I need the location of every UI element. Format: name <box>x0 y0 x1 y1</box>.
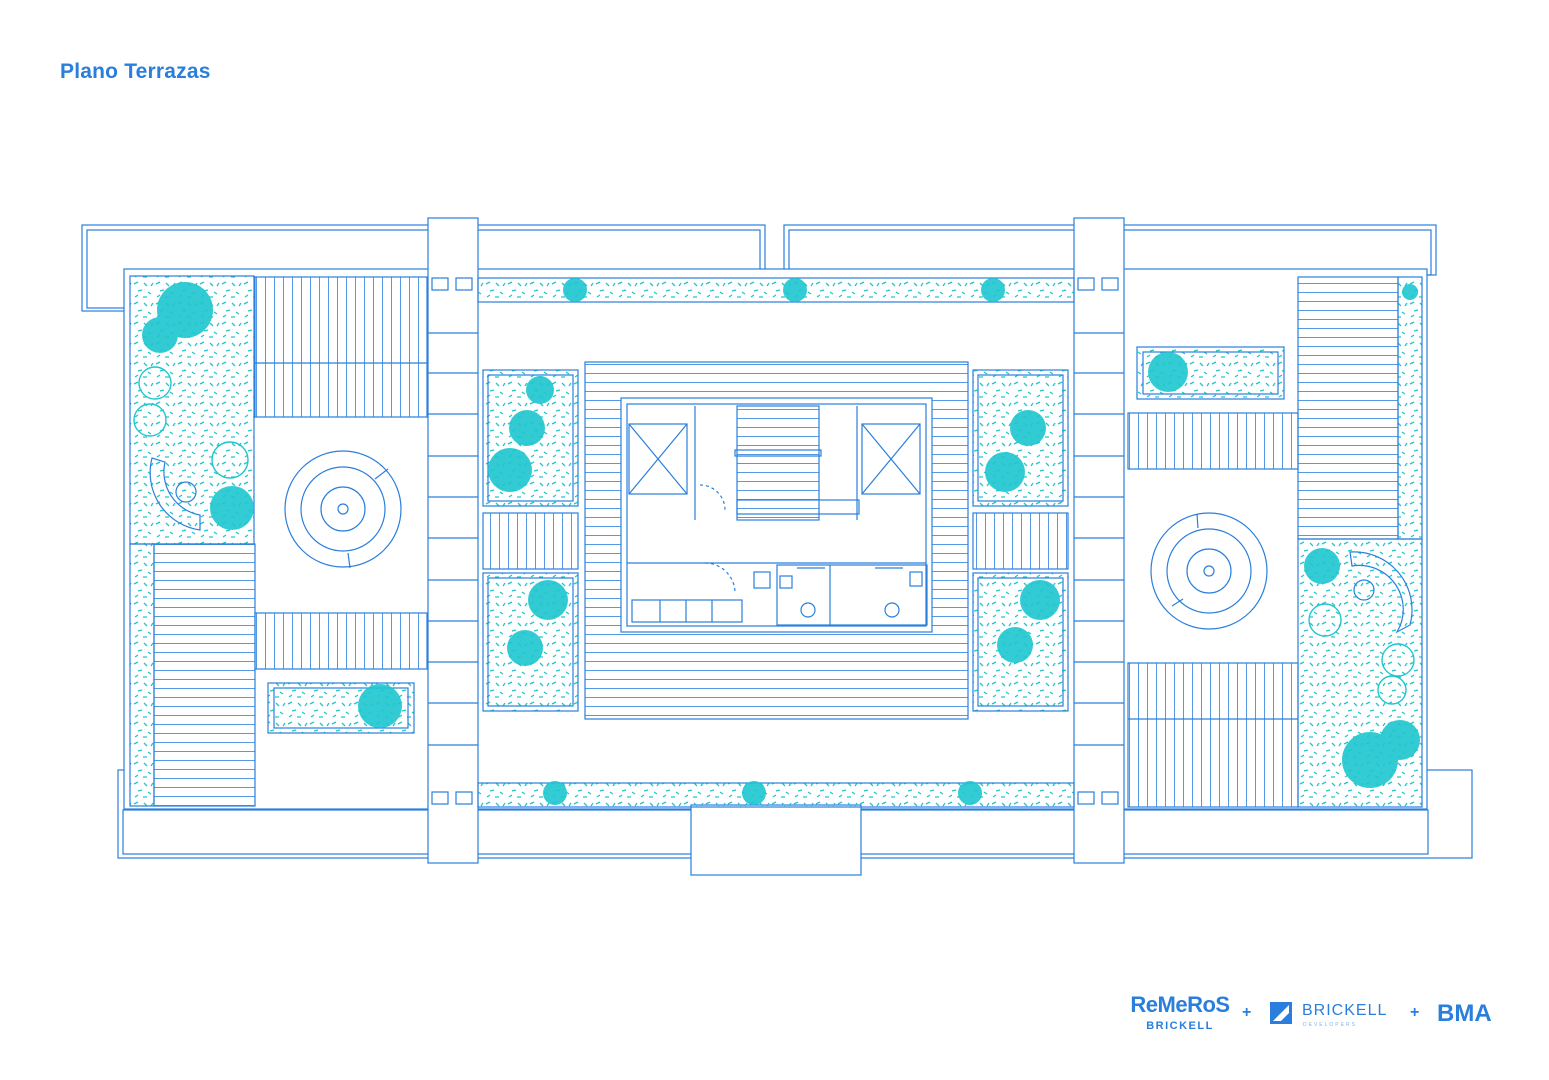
brickell-mark-icon <box>1270 1002 1292 1024</box>
deck-mid-right <box>972 512 1069 570</box>
deck-left-mid <box>254 612 428 670</box>
staircase <box>736 405 820 521</box>
deck-right-bottom <box>1127 662 1299 808</box>
plus-separator: + <box>1242 1004 1252 1021</box>
sponsor-logos: ReMeRoS BRICKELL + BRICKELL DEVELOPERS +… <box>1130 990 1510 1046</box>
plus-separator: + <box>1410 1004 1420 1021</box>
column-right <box>1073 217 1125 864</box>
entrance-box <box>690 804 862 876</box>
column-left-segments <box>428 332 478 746</box>
restroom-1 <box>776 564 928 626</box>
deck-mid-left <box>482 512 579 570</box>
planter-bottom <box>477 782 1075 808</box>
bma-logo: BMA <box>1437 1000 1492 1027</box>
remeros-logo-word: ReMeRoS <box>1130 992 1230 1017</box>
deck-left-bottom <box>153 543 256 807</box>
deck-right-top <box>1127 412 1299 470</box>
brickell-logo-sub: DEVELOPERS <box>1303 1022 1357 1028</box>
column-left <box>427 217 479 864</box>
elevator-left <box>628 423 688 495</box>
brickell-logo: BRICKELL DEVELOPERS <box>1270 998 1400 1038</box>
round-table-right <box>1150 512 1268 630</box>
brickell-logo-word: BRICKELL <box>1302 1002 1388 1019</box>
round-table-left <box>284 450 402 568</box>
elevator-right <box>861 423 921 495</box>
planter-right-strip <box>1397 276 1423 540</box>
deck-right-vertical <box>1297 276 1399 540</box>
remeros-logo: ReMeRoS BRICKELL <box>1130 992 1230 1033</box>
remeros-logo-sub: BRICKELL <box>1146 1020 1214 1032</box>
page-title: Plano Terrazas <box>60 60 211 83</box>
curved-bench-right <box>1349 551 1413 634</box>
deck-left-top <box>254 276 428 418</box>
column-right-segments <box>1074 332 1124 746</box>
curved-bench-left <box>149 457 201 531</box>
vegetation-outlines <box>133 366 1415 705</box>
vegetation <box>142 278 1420 805</box>
